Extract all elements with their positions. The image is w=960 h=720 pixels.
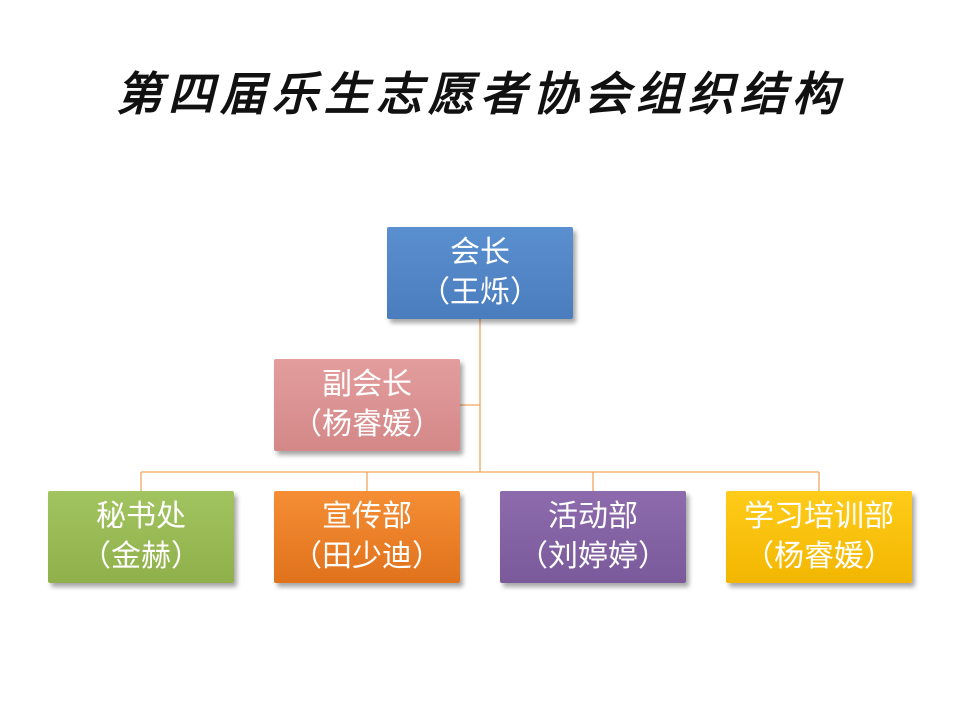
slide-title: 第四届乐生志愿者协会组织结构 bbox=[116, 67, 844, 121]
node-person: （王烁） bbox=[420, 275, 540, 310]
node-role: 活动部 bbox=[548, 499, 638, 534]
node-role: 宣传部 bbox=[322, 499, 412, 534]
node-person: （杨睿媛） bbox=[744, 539, 894, 574]
node-person: （田少迪） bbox=[292, 539, 442, 574]
node-person: （刘婷婷） bbox=[518, 539, 668, 574]
org-node-president: 会长 （王烁） bbox=[387, 227, 573, 319]
org-node-publicity: 宣传部 （田少迪） bbox=[274, 491, 460, 583]
node-role: 副会长 bbox=[322, 367, 412, 402]
org-node-secretariat: 秘书处 （金赫） bbox=[48, 491, 234, 583]
node-role: 会长 bbox=[450, 235, 510, 270]
org-node-training: 学习培训部 （杨睿媛） bbox=[726, 491, 912, 583]
node-role: 学习培训部 bbox=[744, 499, 894, 534]
node-person: （杨睿媛） bbox=[292, 407, 442, 442]
node-role: 秘书处 bbox=[96, 499, 186, 534]
node-person: （金赫） bbox=[81, 539, 201, 574]
org-node-activities: 活动部 （刘婷婷） bbox=[500, 491, 686, 583]
org-node-vice-president: 副会长 （杨睿媛） bbox=[274, 359, 460, 451]
